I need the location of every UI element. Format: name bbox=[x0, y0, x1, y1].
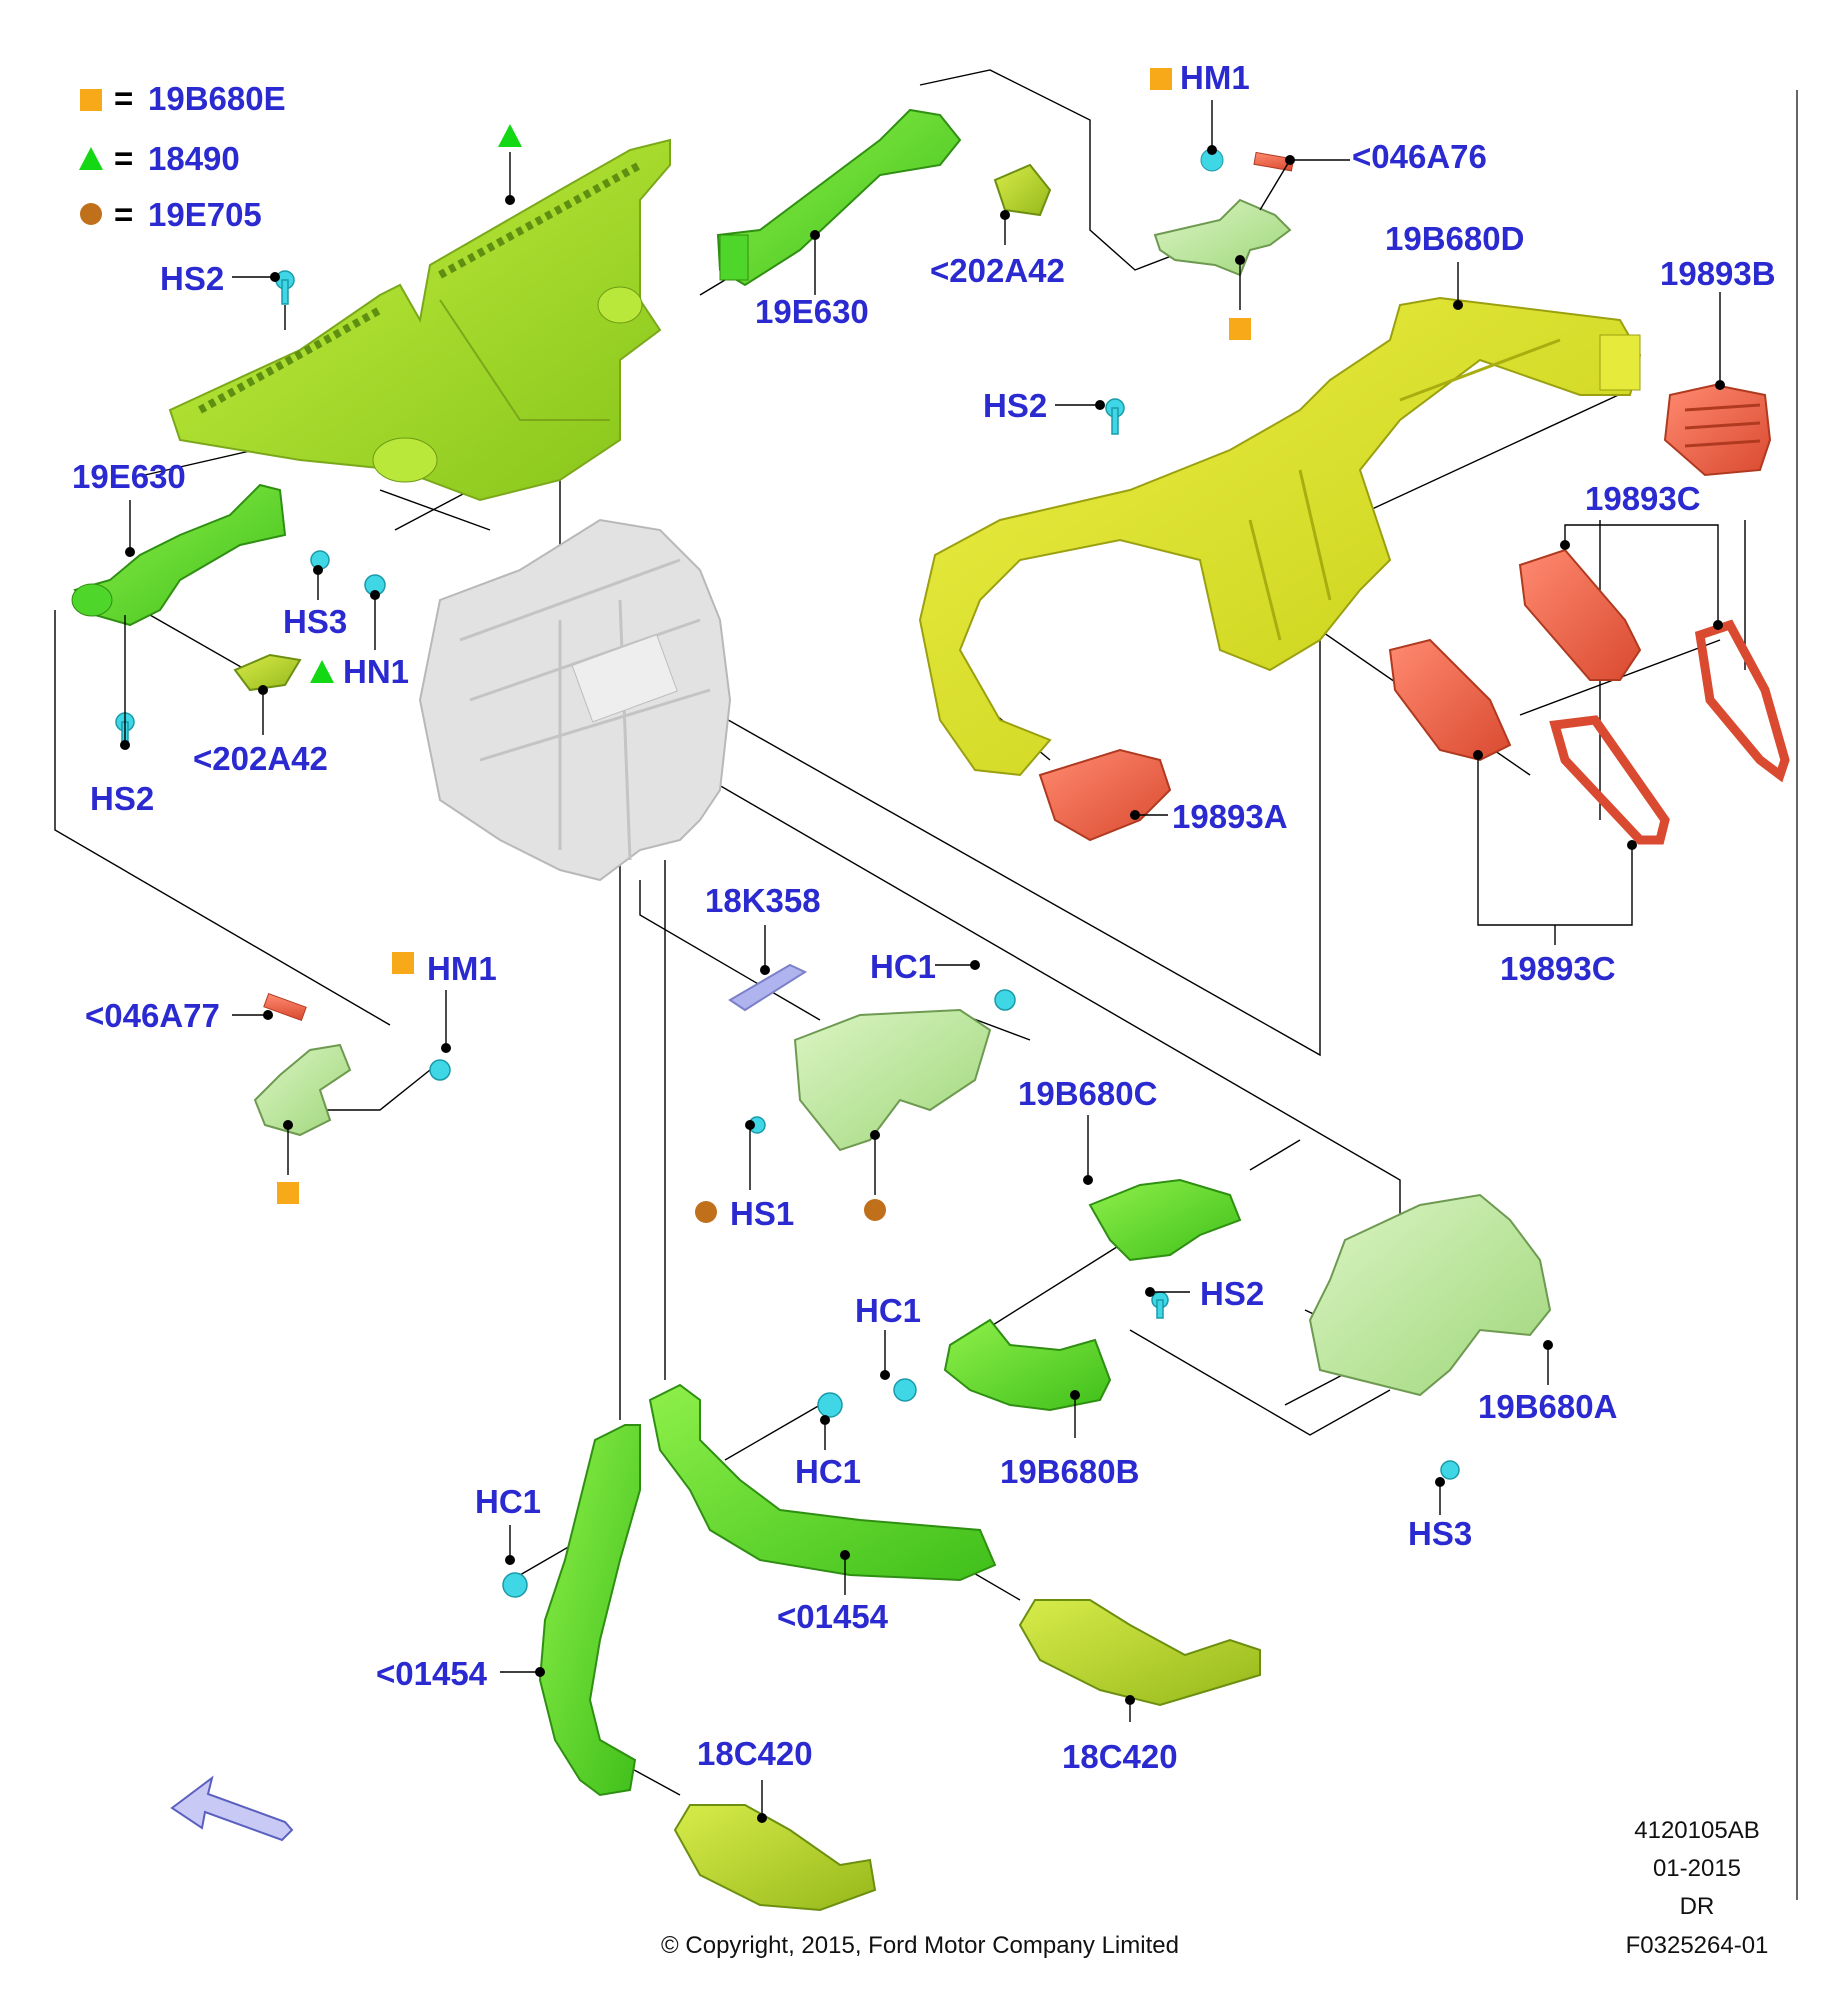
vent-19893a bbox=[1038, 748, 1172, 842]
meta-region: DR bbox=[1680, 1893, 1715, 1920]
label-19893b: 19893B bbox=[1660, 255, 1776, 292]
label-19893c-a: 19893C bbox=[1585, 480, 1701, 517]
duct-19b680b bbox=[943, 1318, 1112, 1412]
vent-19893b bbox=[1663, 383, 1772, 477]
bracket-hm1-left bbox=[253, 1043, 352, 1137]
fasteners bbox=[115, 270, 1460, 1598]
duct-triangle-icon bbox=[498, 124, 522, 147]
vent-19893c-upper bbox=[1518, 548, 1642, 681]
duct-01454-left bbox=[538, 1424, 641, 1797]
label-hs2-b: HS2 bbox=[983, 387, 1047, 424]
label-19b680a: 19B680A bbox=[1478, 1388, 1617, 1425]
label-19b680c: 19B680C bbox=[1018, 1075, 1157, 1112]
label-hs3-a: HS3 bbox=[283, 603, 347, 640]
label-hs2-d: HS2 bbox=[1200, 1275, 1264, 1312]
fastener-hc1-a-icon bbox=[994, 989, 1016, 1011]
duct-19b680a bbox=[1308, 1193, 1552, 1397]
label-19b680b: 19B680B bbox=[1000, 1453, 1139, 1490]
label-18c420-b: 18C420 bbox=[1062, 1738, 1178, 1775]
label-19e630-top: 19E630 bbox=[755, 293, 869, 330]
lime-duct-part bbox=[168, 138, 671, 502]
legend-eq-2: = bbox=[114, 140, 133, 177]
fastener-hc1-d-icon bbox=[502, 1572, 528, 1598]
hm1-top-bottom-square-icon bbox=[1229, 318, 1251, 340]
label-202a42-left: <202A42 bbox=[193, 740, 328, 777]
meta-block: 4120105AB 01-2015 DR F0325264-01 bbox=[1626, 1817, 1769, 1959]
label-19893c-b: 19893C bbox=[1500, 950, 1616, 987]
vent-19893b-louvers bbox=[1684, 403, 1761, 448]
legend-triangle-icon bbox=[79, 147, 103, 170]
bracket-19e705 bbox=[793, 1008, 992, 1152]
duct-19e630-top-part bbox=[716, 108, 962, 287]
duct-18c420-right bbox=[1018, 1599, 1261, 1707]
bracket-hm1-top bbox=[1153, 198, 1292, 277]
label-hm1-left: HM1 bbox=[427, 950, 497, 987]
fastener-hm1-left-icon bbox=[429, 1059, 451, 1081]
label-hs1: HS1 bbox=[730, 1195, 794, 1232]
label-18c420-a: 18C420 bbox=[697, 1735, 813, 1772]
duct-01454-center bbox=[648, 1383, 997, 1582]
hvac-module-grey bbox=[418, 518, 732, 882]
direction-arrow-icon bbox=[170, 1775, 294, 1842]
meta-code: 4120105AB bbox=[1634, 1817, 1759, 1844]
seal-18k358 bbox=[728, 963, 808, 1012]
label-hc1-c: HC1 bbox=[795, 1453, 861, 1490]
vent-19893c-lower bbox=[1388, 638, 1512, 762]
label-046a77: <046A77 bbox=[85, 997, 220, 1034]
fastener-hc1-b-icon bbox=[893, 1378, 917, 1402]
vent-19893c-frame-upper bbox=[1694, 619, 1790, 783]
legend: = 19B680E = 18490 = 19E705 bbox=[79, 80, 286, 233]
label-hs2-c: HS2 bbox=[90, 780, 154, 817]
label-18k358: 18K358 bbox=[705, 882, 821, 919]
label-hn1: HN1 bbox=[343, 653, 409, 690]
hn1-triangle-icon bbox=[310, 660, 334, 683]
copyright-text: © Copyright, 2015, Ford Motor Company Li… bbox=[661, 1932, 1179, 1959]
duct-19e630-left-part bbox=[71, 483, 287, 627]
label-202a42-top: <202A42 bbox=[930, 252, 1065, 289]
legend-value-1: 19B680E bbox=[148, 80, 286, 117]
yellow-duct-19b680d bbox=[918, 296, 1642, 777]
legend-circle-icon bbox=[80, 203, 102, 225]
part-046a77 bbox=[263, 992, 307, 1022]
fastener-hc1-c-icon bbox=[817, 1392, 843, 1418]
duct-18c420-bottom bbox=[673, 1804, 877, 1912]
legend-square-icon bbox=[80, 89, 102, 111]
legend-eq-3: = bbox=[114, 196, 133, 233]
bracket-circle-icon bbox=[864, 1199, 886, 1221]
label-hm1-top: HM1 bbox=[1180, 59, 1250, 96]
part-labels: HM1 <046A76 19E630 <202A42 19B680D 19893… bbox=[72, 59, 1776, 1775]
legend-value-2: 18490 bbox=[148, 140, 240, 177]
legend-value-3: 19E705 bbox=[148, 196, 262, 233]
label-hc1-a: HC1 bbox=[870, 948, 936, 985]
vent-19893c-frame-lower bbox=[1549, 715, 1670, 845]
label-hc1-b: HC1 bbox=[855, 1292, 921, 1329]
label-01454-a: <01454 bbox=[376, 1655, 488, 1692]
legend-eq-1: = bbox=[114, 80, 133, 117]
hs1-circle-icon bbox=[695, 1201, 717, 1223]
part-202a42-top bbox=[993, 163, 1052, 217]
label-19e630-left: 19E630 bbox=[72, 458, 186, 495]
part-046a76 bbox=[1253, 151, 1295, 172]
label-19b680d: 19B680D bbox=[1385, 220, 1524, 257]
callouts bbox=[120, 68, 1725, 1823]
label-046a76: <046A76 bbox=[1352, 138, 1487, 175]
label-hs3-b: HS3 bbox=[1408, 1515, 1472, 1552]
part-202a42-left bbox=[233, 653, 302, 692]
duct-19b680c bbox=[1088, 1178, 1242, 1262]
meta-figure: F0325264-01 bbox=[1626, 1932, 1769, 1959]
label-01454-b: <01454 bbox=[777, 1598, 889, 1635]
hm1-top-square-icon bbox=[1150, 68, 1172, 90]
label-hc1-d: HC1 bbox=[475, 1483, 541, 1520]
meta-date: 01-2015 bbox=[1653, 1855, 1741, 1882]
label-19893a: 19893A bbox=[1172, 798, 1288, 835]
fastener-hs3-b-icon bbox=[1440, 1460, 1460, 1480]
046a77-square-icon bbox=[277, 1182, 299, 1204]
label-hs2-a: HS2 bbox=[160, 260, 224, 297]
hm1-left-square-icon bbox=[392, 952, 414, 974]
